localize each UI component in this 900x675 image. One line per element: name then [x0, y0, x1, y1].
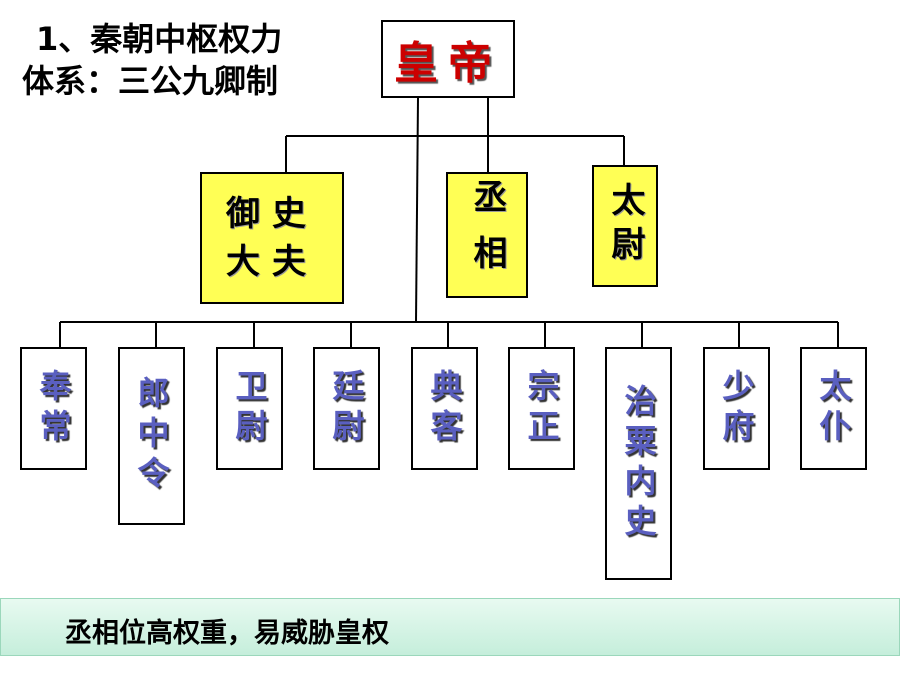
node-chengxiang-label: 丞相	[467, 179, 507, 291]
node-dianke-label: 典客	[425, 368, 464, 449]
node-zhisu-neishi: 治粟内史	[605, 347, 672, 580]
node-zongzheng-label: 宗正	[522, 368, 561, 449]
node-tingwei: 廷尉	[313, 347, 380, 470]
node-zongzheng: 宗正	[508, 347, 575, 470]
diagram-title: 1、秦朝中枢权力 体系：三公九卿制	[22, 18, 362, 102]
connector-emperor-trunk	[415, 97, 419, 323]
title-line-2: 体系：三公九卿制	[22, 62, 279, 100]
node-zhisu-neishi-label: 治粟内史	[619, 383, 658, 544]
node-langzhongling: 郎中令	[118, 347, 185, 525]
node-taiwei-label: 太尉	[605, 182, 645, 270]
summary-banner: 丞相位高权重，易威胁皇权	[0, 598, 900, 656]
node-emperor-label: 皇帝	[394, 38, 502, 89]
node-yushi-dafu-label-1: 御史	[226, 194, 318, 234]
node-dianke: 典客	[411, 347, 478, 470]
node-fengchang: 奉常	[20, 347, 87, 470]
node-yushi-dafu-label-2: 大夫	[226, 242, 318, 282]
node-weiwei-label: 卫尉	[230, 368, 269, 449]
node-fengchang-label: 奉常	[34, 368, 73, 449]
node-weiwei: 卫尉	[216, 347, 283, 470]
node-langzhongling-label: 郎中令	[132, 376, 171, 496]
node-taiwei: 太尉	[592, 165, 658, 287]
node-tingwei-label: 廷尉	[327, 368, 366, 449]
node-emperor: 皇帝	[381, 20, 515, 98]
title-line-1: 1、秦朝中枢权力	[36, 20, 283, 58]
summary-text: 丞相位高权重，易威胁皇权	[65, 618, 389, 649]
node-taipu: 太仆	[800, 347, 867, 470]
node-chengxiang: 丞相	[446, 172, 528, 298]
node-shaofu-label: 少府	[717, 368, 756, 449]
node-yushi-dafu: 御史 大夫	[200, 172, 344, 304]
node-taipu-label: 太仆	[814, 368, 853, 449]
node-shaofu: 少府	[703, 347, 770, 470]
